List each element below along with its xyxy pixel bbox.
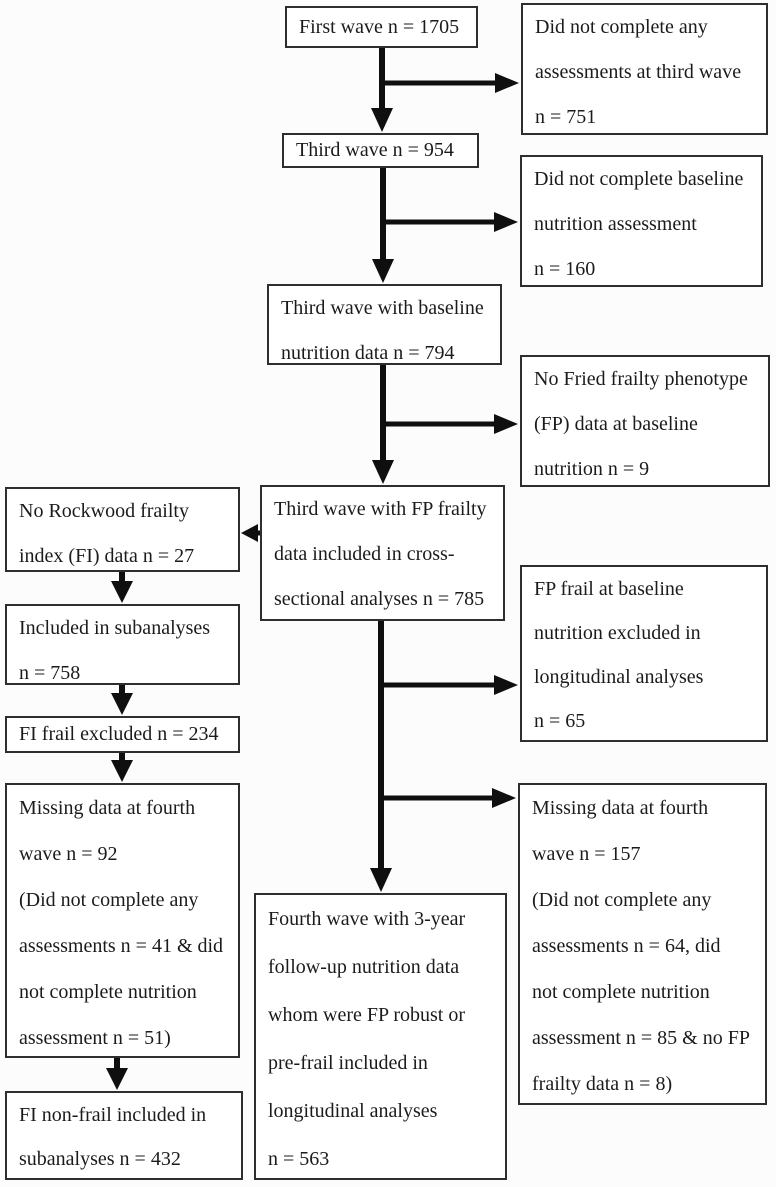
arrowhead-down-icon [372, 460, 394, 484]
flow-box-line: follow-up nutrition data [268, 956, 460, 978]
flow-box-line: Fourth wave with 3-year [268, 908, 466, 930]
flow-box-line: nutrition excluded in [534, 622, 701, 644]
flow-box-third-wave: Third wave n = 954 [282, 133, 479, 168]
flow-box-no-fried-fp-data: No Fried frailty phenotype (FP) data at … [520, 355, 770, 487]
arrowhead-down-icon [371, 108, 393, 132]
flow-box-line: assessment n = 85 & no FP [532, 1027, 750, 1049]
flow-box-line: Third wave with FP frailty [274, 498, 487, 520]
flow-box-first-wave: First wave n = 1705 [285, 6, 478, 48]
arrowhead-left-icon [241, 524, 258, 542]
arrowhead-down-icon [111, 760, 133, 782]
flow-box-line: nutrition assessment [534, 213, 697, 235]
arrowhead-down-icon [106, 1068, 128, 1090]
flow-box-line: whom were FP robust or [268, 1004, 466, 1026]
flow-box-not-complete-third-wave: Did not complete any assessments at thir… [521, 3, 768, 135]
flow-box-line: FP frail at baseline [534, 578, 684, 600]
flow-box-line: nutrition n = 9 [534, 458, 650, 480]
flow-box-line: n = 751 [535, 106, 597, 128]
arrowhead-right-icon [494, 675, 518, 695]
flow-box-line: subanalyses n = 432 [19, 1148, 181, 1170]
flow-box-line: Third wave n = 954 [296, 139, 454, 161]
flow-box-line: (Did not complete any [19, 889, 199, 911]
flow-box-line: nutrition data n = 794 [281, 342, 455, 364]
flow-box-line: n = 563 [268, 1148, 330, 1170]
flow-box-missing-fourth-wave-subanalyses: Missing data at fourth wave n = 92 (Did … [5, 783, 240, 1058]
arrowhead-right-icon [494, 414, 518, 434]
flow-box-line: Did not complete any [535, 16, 708, 38]
flow-box-line: longitudinal analyses [268, 1100, 438, 1122]
flow-box-line: n = 758 [19, 662, 81, 684]
flow-box-line: assessments at third wave [535, 61, 742, 83]
flow-box-line: pre-frail included in [268, 1052, 428, 1074]
arrowhead-down-icon [111, 581, 133, 603]
flow-box-line: No Fried frailty phenotype [534, 368, 748, 390]
flow-box-line: (FP) data at baseline [534, 413, 698, 435]
flow-box-line: Did not complete baseline [534, 168, 744, 190]
flow-box-line: Third wave with baseline [281, 297, 484, 319]
flow-box-line: First wave n = 1705 [299, 15, 460, 38]
arrowhead-right-icon [495, 73, 519, 93]
flow-box-fourth-wave-longitudinal: Fourth wave with 3-year follow-up nutrit… [254, 893, 507, 1180]
arrowhead-down-icon [370, 868, 392, 892]
flow-box-line: frailty data n = 8) [532, 1073, 673, 1095]
flow-box-line: n = 160 [534, 258, 596, 280]
flow-box-line: n = 65 [534, 710, 586, 732]
flow-box-line: Missing data at fourth [19, 797, 196, 819]
flow-box-fp-frail-excluded-longitudinal: FP frail at baseline nutrition excluded … [520, 565, 768, 742]
flow-box-line: No Rockwood frailty [19, 500, 189, 522]
arrowhead-down-icon [372, 259, 394, 283]
flow-box-line: wave n = 157 [532, 843, 641, 865]
flow-box-line: not complete nutrition [532, 981, 710, 1003]
flow-box-line: longitudinal analyses [534, 666, 704, 688]
flow-box-third-wave-baseline-nutrition: Third wave with baseline nutrition data … [267, 284, 502, 365]
flow-box-missing-fourth-wave-longitudinal: Missing data at fourth wave n = 157 (Did… [518, 783, 767, 1105]
arrowhead-right-icon [494, 212, 518, 232]
flow-box-line: FI frail excluded n = 234 [19, 723, 219, 745]
flow-box-line: wave n = 92 [19, 843, 118, 865]
flow-box-fi-nonfrail-included: FI non-frail included in subanalyses n =… [5, 1091, 243, 1180]
flow-box-line: FI non-frail included in [19, 1104, 207, 1126]
arrowhead-down-icon [111, 693, 133, 715]
flow-box-fi-frail-excluded: FI frail excluded n = 234 [5, 716, 240, 753]
flow-box-line: not complete nutrition [19, 981, 197, 1003]
flow-box-included-in-subanalyses: Included in subanalyses n = 758 [5, 604, 240, 685]
flow-box-line: sectional analyses n = 785 [274, 588, 485, 610]
flow-box-third-wave-fp-cross-sectional: Third wave with FP frailty data included… [260, 485, 505, 621]
flow-box-no-rockwood-fi-data: No Rockwood frailty index (FI) data n = … [5, 487, 240, 572]
arrowhead-right-icon [492, 788, 516, 808]
flow-box-not-complete-baseline-nutrition: Did not complete baseline nutrition asse… [520, 155, 763, 287]
flow-box-line: assessments n = 64, did [532, 935, 721, 957]
flow-box-line: index (FI) data n = 27 [19, 545, 195, 567]
flow-box-line: data included in cross- [274, 543, 455, 565]
flow-box-line: assessments n = 41 & did [19, 935, 224, 957]
flow-box-line: Missing data at fourth [532, 797, 709, 819]
flow-box-line: Included in subanalyses [19, 617, 211, 639]
flow-box-line: (Did not complete any [532, 889, 712, 911]
flow-box-line: assessment n = 51) [19, 1027, 171, 1049]
